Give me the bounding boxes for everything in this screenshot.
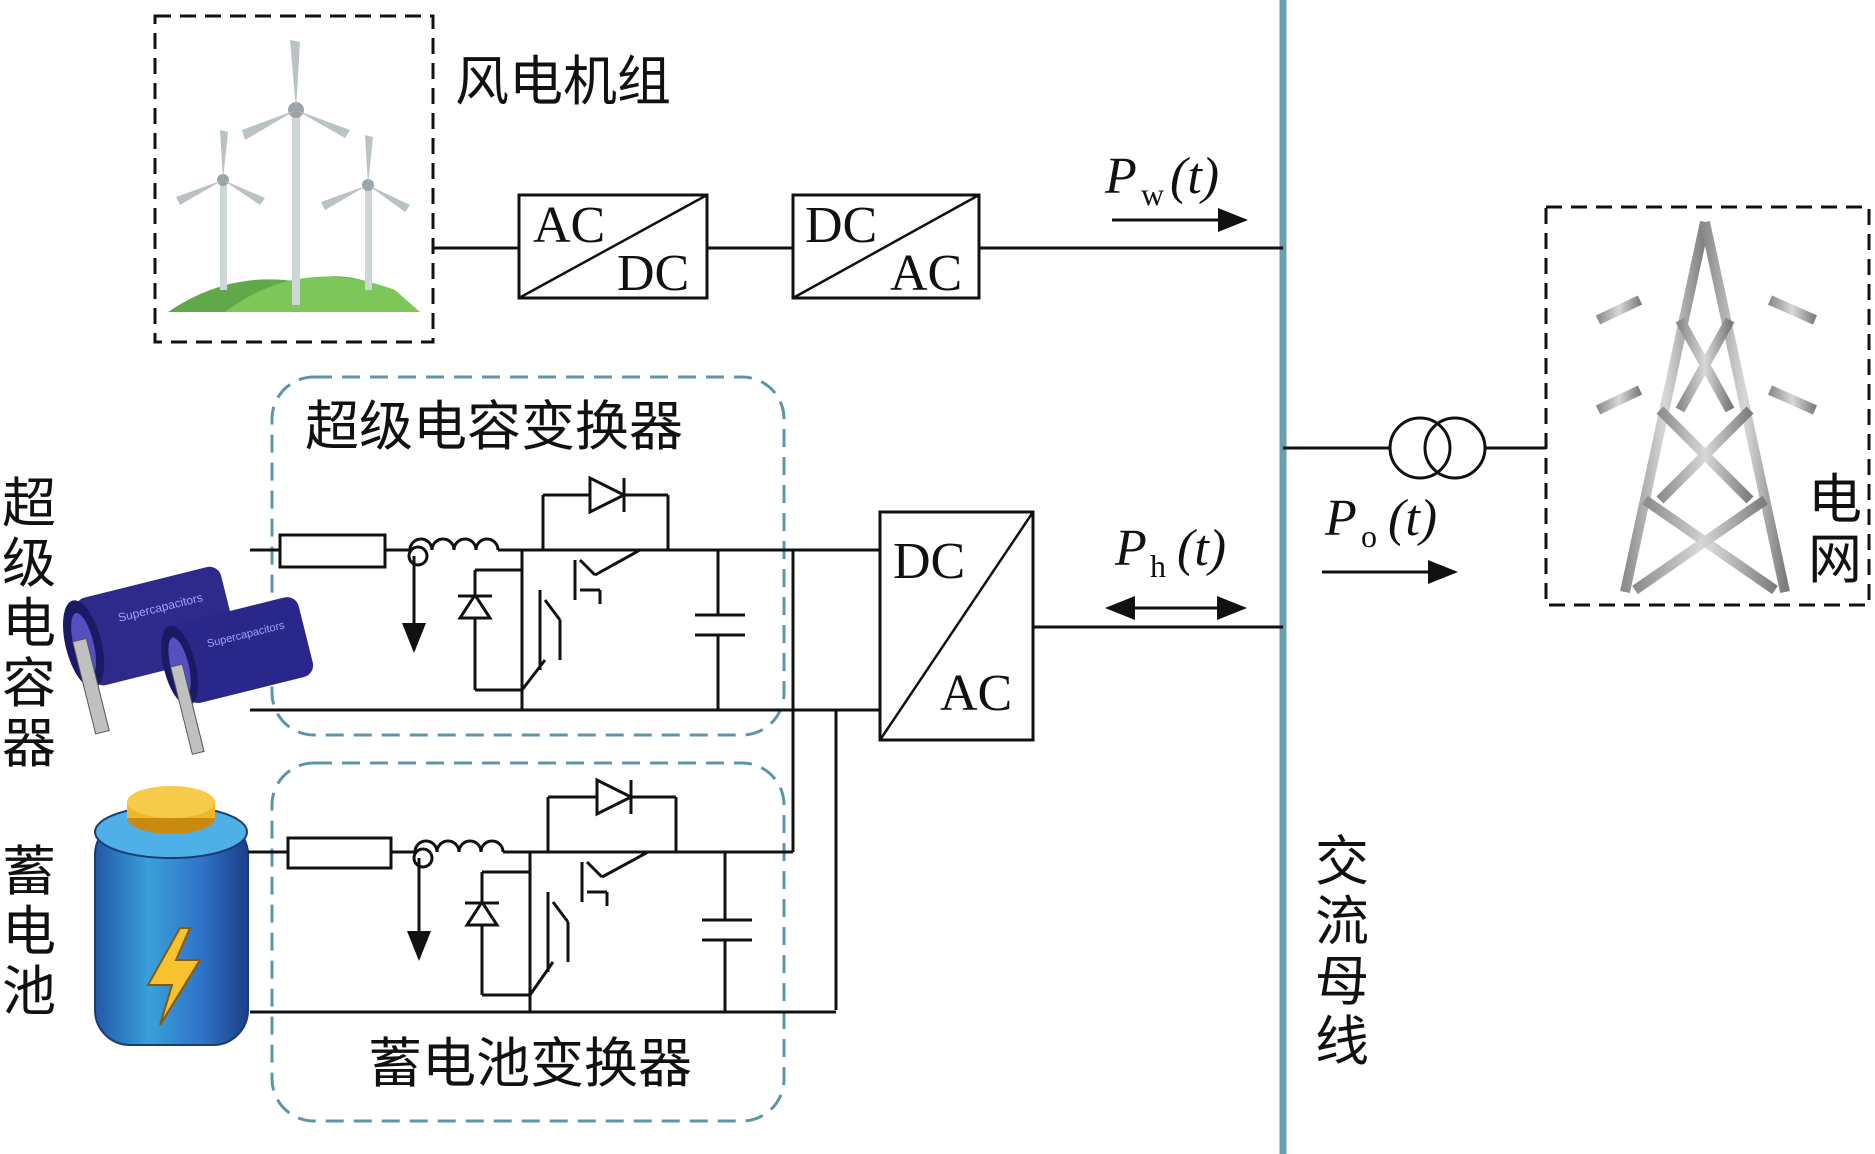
svg-text:线: 线 bbox=[1315, 1010, 1369, 1073]
svg-text:AC: AC bbox=[533, 197, 605, 254]
transmission-tower-icon bbox=[1595, 220, 1818, 595]
grid-transformer bbox=[1283, 416, 1546, 480]
svg-text:P: P bbox=[1324, 490, 1357, 547]
battery-converter-box bbox=[270, 761, 786, 1123]
svg-text:P: P bbox=[1114, 520, 1147, 577]
svg-text:交: 交 bbox=[1315, 830, 1369, 893]
svg-text:(t): (t) bbox=[1388, 490, 1437, 547]
svg-text:(t): (t) bbox=[1177, 520, 1226, 577]
supercap-label: 超 级 电 容 器 bbox=[2, 472, 56, 775]
svg-text:电: 电 bbox=[2, 900, 56, 963]
svg-text:级: 级 bbox=[2, 532, 56, 595]
battery-converter-circuit bbox=[248, 777, 836, 1014]
grid-box bbox=[1544, 205, 1871, 607]
svg-text:母: 母 bbox=[1315, 950, 1369, 1013]
svg-text:容: 容 bbox=[2, 652, 56, 715]
svg-text:超: 超 bbox=[2, 472, 56, 535]
svg-text:DC: DC bbox=[805, 197, 877, 254]
wind-turbines-icon bbox=[168, 40, 420, 312]
battery-label: 蓄 电 池 bbox=[2, 840, 56, 1023]
svg-text:AC: AC bbox=[890, 245, 962, 302]
supercap-converter-circuit bbox=[250, 475, 880, 1010]
grid-power-label: P o (t) bbox=[1324, 490, 1437, 554]
battery-converter-label: 蓄电池变换器 bbox=[368, 1032, 692, 1095]
svg-text:电: 电 bbox=[1808, 468, 1862, 531]
svg-text:蓄: 蓄 bbox=[2, 840, 56, 903]
ac-bus-label: 交 流 母 线 bbox=[1315, 830, 1369, 1073]
svg-text:网: 网 bbox=[1808, 528, 1862, 591]
wind-power-label: P w (t) bbox=[1104, 148, 1219, 212]
svg-text:o: o bbox=[1361, 518, 1377, 554]
wind-rectifier-block: AC DC bbox=[517, 193, 709, 302]
svg-text:DC: DC bbox=[893, 533, 965, 590]
svg-text:w: w bbox=[1141, 176, 1164, 212]
battery-icon bbox=[94, 786, 249, 1046]
svg-text:DC: DC bbox=[617, 245, 689, 302]
svg-text:流: 流 bbox=[1315, 890, 1369, 953]
grid-label: 电 网 bbox=[1808, 468, 1862, 591]
svg-text:(t): (t) bbox=[1170, 148, 1219, 205]
supercapacitor-icon: Supercapacitors Supercapacitors bbox=[63, 566, 314, 755]
hybrid-inverter-block: DC AC bbox=[730, 510, 1283, 742]
wind-farm-box bbox=[153, 14, 435, 344]
wind-farm-label: 风电机组 bbox=[455, 50, 671, 113]
hybrid-power-label: P h (t) bbox=[1114, 520, 1226, 584]
supercap-converter-label: 超级电容变换器 bbox=[305, 395, 683, 458]
wind-inverter-block: DC AC bbox=[791, 193, 981, 302]
supercap-converter-box bbox=[270, 375, 786, 737]
svg-text:P: P bbox=[1104, 148, 1137, 205]
svg-text:电: 电 bbox=[2, 592, 56, 655]
svg-text:h: h bbox=[1150, 548, 1166, 584]
svg-text:AC: AC bbox=[940, 665, 1012, 722]
svg-text:器: 器 bbox=[2, 712, 56, 775]
svg-text:池: 池 bbox=[2, 960, 56, 1023]
